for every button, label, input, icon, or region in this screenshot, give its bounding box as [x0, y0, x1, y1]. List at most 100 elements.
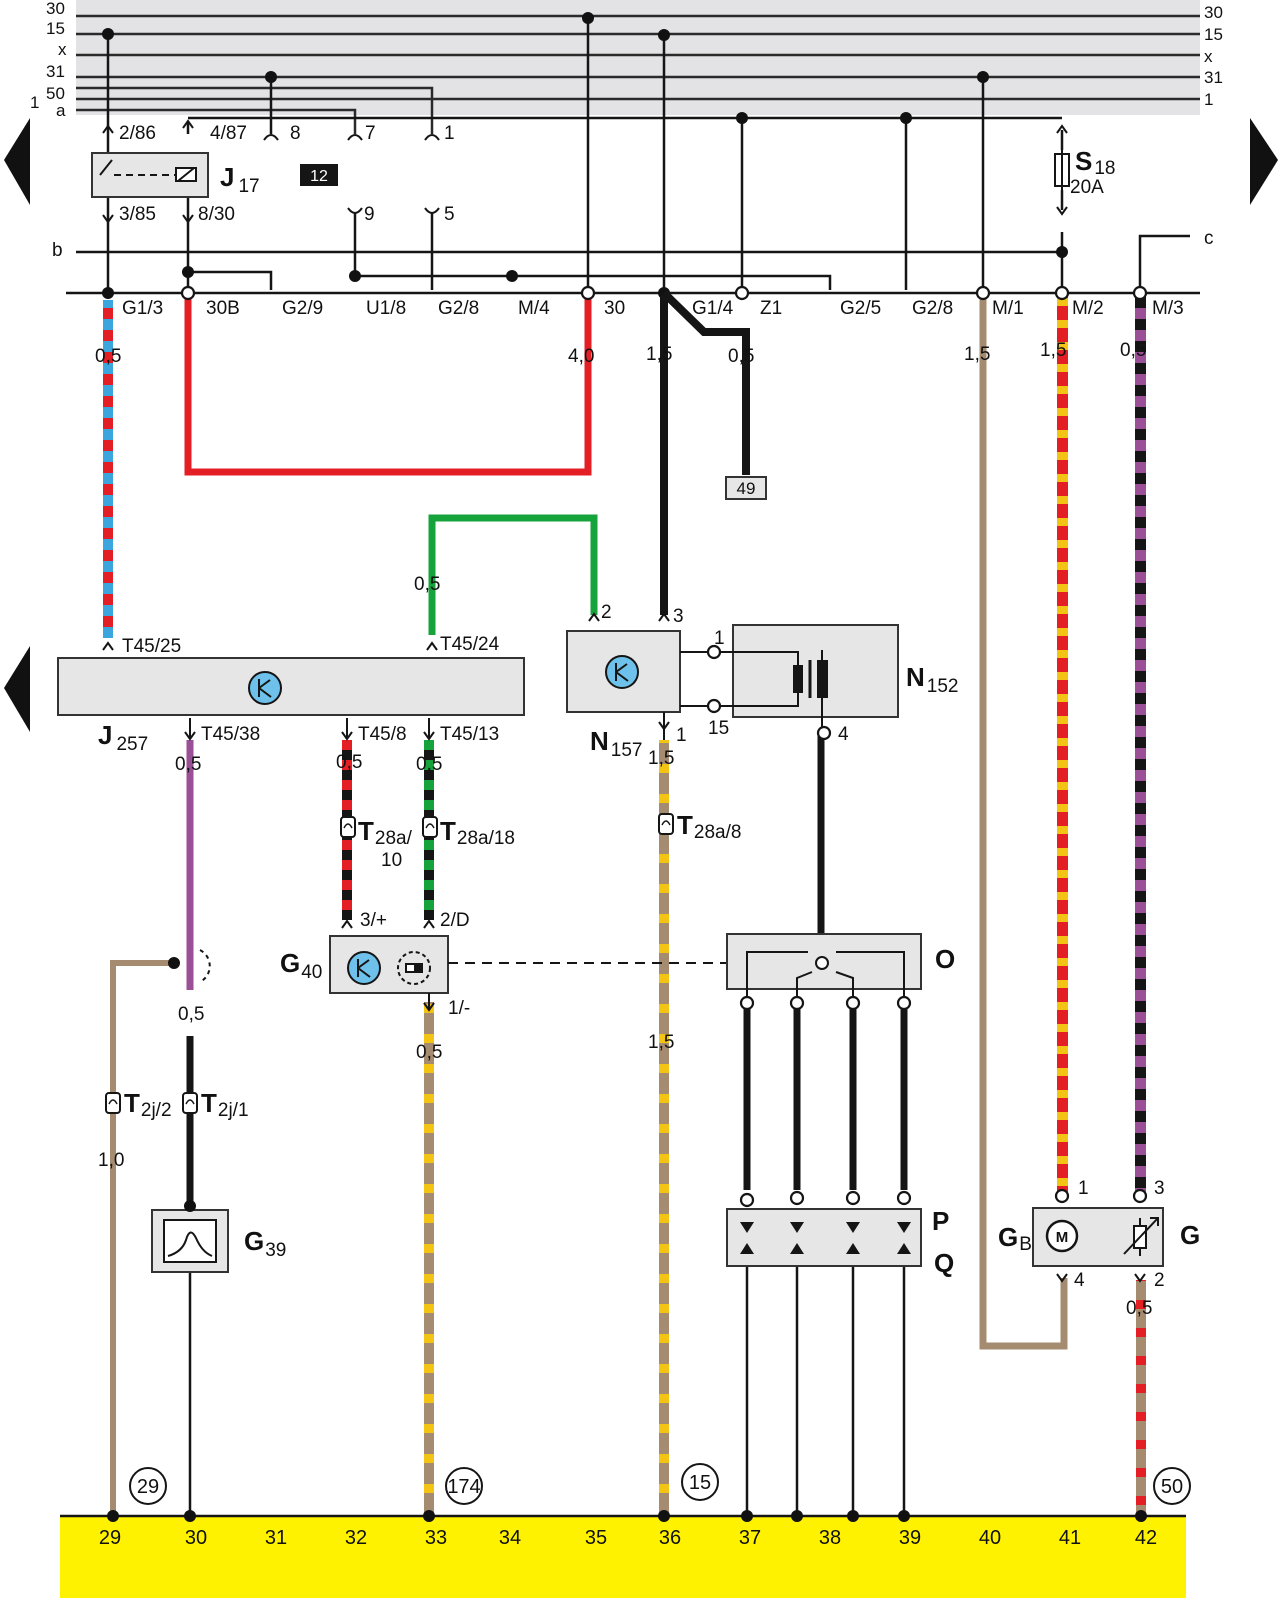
gauge-motor-label: M: [1056, 1229, 1069, 1246]
wire-m3-purple-black: [1135, 296, 1146, 1192]
relay-pin-8-30: 8/30: [198, 204, 235, 225]
ground-num-41: 41: [1059, 1527, 1081, 1549]
conn-label-30: 30: [604, 298, 625, 319]
ground-strip: [60, 1516, 1186, 1598]
relay-j17-symbol: [99, 159, 197, 182]
gauge-pin-4: 4: [1074, 1270, 1085, 1291]
open-terminals: [180, 285, 1148, 1208]
valve-pin-1: 1: [676, 725, 687, 746]
wire-m1-brown: [979, 296, 1068, 1350]
wire-size-t458: 0,5: [336, 752, 362, 773]
gauge-g-label: G: [1180, 1220, 1200, 1250]
fuse-box-connector-9: 9: [364, 204, 375, 225]
bus-labels-right: 30 15 x 31 1: [1204, 3, 1223, 109]
bus-label-a-left: a: [56, 101, 66, 120]
gauge-motor-icon: [1045, 1219, 1079, 1253]
plug-pq-box: [726, 1208, 922, 1267]
bus-label-31-right: 31: [1204, 68, 1223, 87]
page-prev-arrow-mid[interactable]: [4, 646, 30, 732]
ref-15: 15: [689, 1472, 711, 1494]
ground-num-40: 40: [979, 1527, 1001, 1549]
ground-num-30: 30: [185, 1527, 207, 1549]
coil-pin-1: 1: [714, 628, 725, 649]
bus-background: [76, 0, 1200, 115]
sensor-pin-2-d: 2/D: [440, 910, 470, 931]
sensor-g40-hall-gap: [407, 965, 414, 971]
ground-junction-dots: [107, 1510, 1147, 1522]
g39-top-dot: [184, 1200, 196, 1212]
wire-g40-1-brown-yellow: [424, 1002, 434, 1516]
fuse-box-connector-8: 8: [290, 123, 301, 144]
relay-pin-4-87: 4/87: [210, 123, 247, 144]
wire-size-m1: 1,5: [964, 344, 990, 365]
connector-symbols: [105, 813, 674, 1114]
sensor-g39-curve: [167, 1231, 213, 1257]
ground-num-32: 32: [345, 1527, 367, 1549]
connector-t28a-10: T28a/: [358, 816, 413, 849]
distributor-o-label: O: [935, 944, 955, 974]
wire-size-t4538: 0,5: [175, 754, 201, 775]
wire-size-p30: 4,0: [568, 346, 594, 367]
wire-green-t45-24-to-n157: [428, 514, 598, 635]
circled-refs: [129, 1463, 1191, 1505]
sensor-g39-label: G39: [244, 1226, 286, 1261]
ecu-pin-t45-38: T45/38: [201, 724, 260, 745]
valve-n157-transistor-icon: [605, 655, 639, 689]
wire-size-n157-1: 1,5: [648, 748, 674, 769]
upper-connector-arrows: [102, 119, 1068, 224]
ground-num-37: 37: [739, 1527, 761, 1549]
bus-label-x-right: x: [1204, 47, 1213, 66]
gauge-pin-3: 3: [1154, 1178, 1165, 1199]
conn-label-g1-4: G1/4: [692, 298, 734, 319]
gauge-variable-resistor-icon: [1123, 1217, 1159, 1256]
bus-label-30-right: 30: [1204, 3, 1223, 22]
ecu-j257-transistor-icon: [248, 671, 282, 705]
gauge-gb-label: GB: [998, 1222, 1032, 1255]
bus-label-50-left: 50: [46, 84, 65, 103]
wire-size-labels: 0,5 4,0 1,5 0,5 1,5 1,5 0,5 0,5 0,5 0,5 …: [95, 340, 1152, 1319]
wire-z1-black: [661, 290, 750, 475]
ecu-j257-box: [57, 657, 525, 716]
conn-label-u1-8: U1/8: [366, 298, 406, 319]
gauge-pin-2: 2: [1154, 1270, 1165, 1291]
connector-t28a-8: T28a/8: [677, 810, 741, 843]
conn-label-g1-3: G1/3: [122, 298, 163, 319]
bus-labels-left: 30 15 x 31 50 1 a: [30, 0, 67, 120]
connector-labels-row: G1/3 30B G2/9 U1/8 G2/8 M/4 30 G1/4 Z1 G…: [122, 298, 1184, 319]
page-next-arrow-top[interactable]: [1250, 118, 1278, 205]
bus-label-15-right: 15: [1204, 25, 1223, 44]
ecu-pin-t45-8: T45/8: [358, 724, 407, 745]
wire-n157-1-brown-yellow: [659, 740, 669, 1516]
ground-num-33: 33: [425, 1527, 447, 1549]
wire-size-g14: 1,5: [646, 344, 672, 365]
coil-pin-15: 15: [708, 718, 729, 739]
ground-num-35: 35: [585, 1527, 607, 1549]
wire-size-t2j2: 1,0: [98, 1150, 124, 1171]
wire-size-m3: 0,5: [1120, 340, 1146, 361]
page-prev-arrow-top[interactable]: [4, 118, 30, 205]
bus-label-x-left: x: [58, 40, 67, 59]
bus-label-1-right: 1: [1204, 90, 1213, 109]
conn-label-g2-5: G2/5: [840, 298, 881, 319]
fuse-s18-rating: 20A: [1070, 177, 1104, 198]
wire-size-green: 0,5: [414, 574, 440, 595]
valve-pin-2: 2: [601, 602, 612, 623]
ecu-pin-t45-13: T45/13: [440, 724, 499, 745]
wire-size-t4513: 0,5: [416, 754, 442, 775]
sensor-g40-hall-ring: [397, 951, 431, 985]
conn-label-m4: M/4: [518, 298, 550, 319]
ground-num-38: 38: [819, 1527, 841, 1549]
bus-label-30-left: 30: [46, 0, 65, 18]
plug-q-label: Q: [934, 1248, 954, 1278]
plug-pq-pins: [740, 1222, 911, 1254]
coil-n152-symbol: [720, 650, 828, 727]
ref-174: 174: [447, 1476, 480, 1498]
connector-t28a-10-line2: 10: [381, 850, 402, 871]
connector-t28a-18: T28a/18: [440, 816, 515, 849]
ecu-pin-t45-25: T45/25: [122, 636, 181, 657]
ecu-pin-t45-24: T45/24: [440, 634, 500, 655]
